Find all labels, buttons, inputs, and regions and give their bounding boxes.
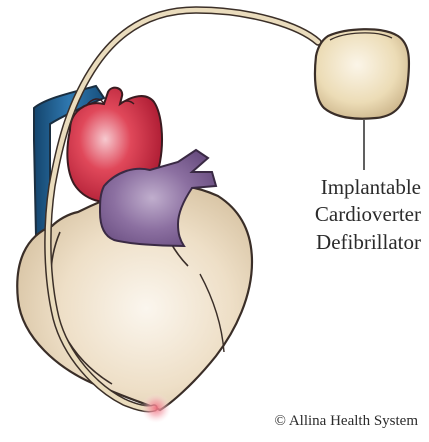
device-label-line-2: Cardioverter (315, 204, 421, 225)
device-label-line-3: Defibrillator (316, 232, 421, 253)
copyright-notice: © Allina Health System (275, 413, 418, 430)
icd-device (315, 29, 409, 118)
lead-tip-glow (141, 393, 171, 423)
device-label-line-1: Implantable (321, 177, 421, 198)
